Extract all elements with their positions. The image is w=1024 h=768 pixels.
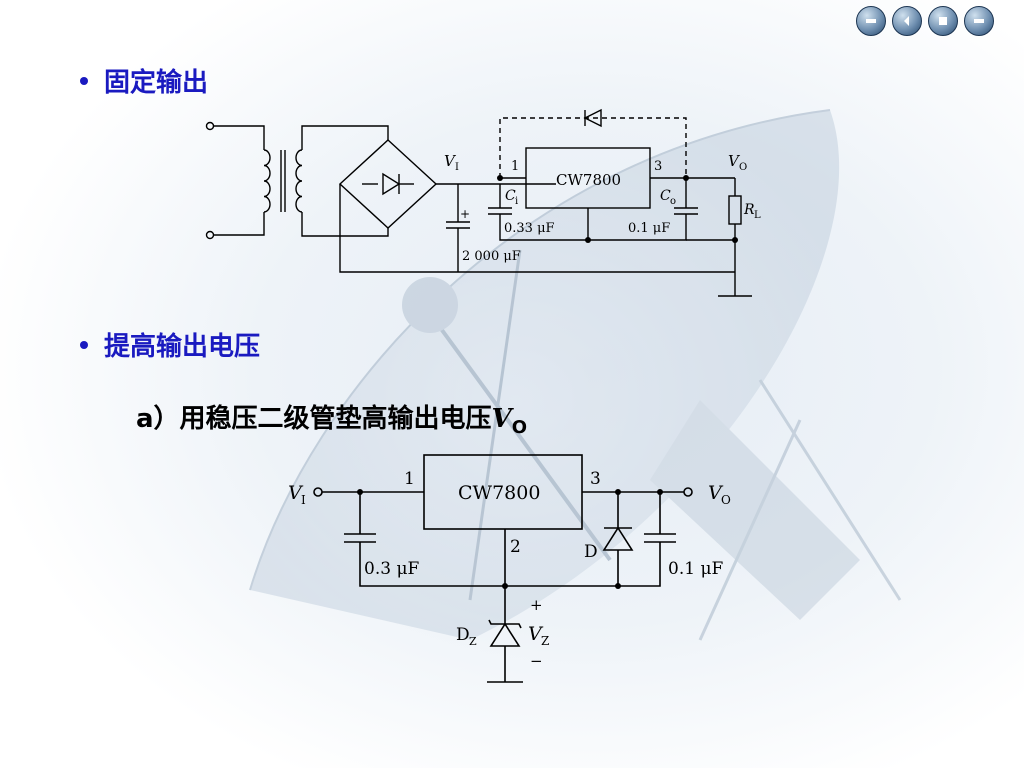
svg-text:D: D	[584, 542, 598, 562]
heading-fixed-output: 固定输出	[80, 62, 208, 99]
last-icon[interactable]	[964, 6, 994, 36]
subheading-zener-raise: a）用稳压二级管垫高输出电压VO	[136, 404, 528, 439]
svg-text:I: I	[455, 162, 459, 173]
regulator-label-1: CW7800	[556, 171, 621, 189]
svg-text:C: C	[660, 188, 671, 204]
heading-raise-output: 提高输出电压	[80, 326, 260, 363]
bridge-rectifier	[338, 139, 438, 229]
svg-text:D: D	[456, 625, 470, 645]
transformer-primary	[263, 149, 271, 213]
svg-text:1: 1	[511, 159, 519, 174]
svg-text:o: o	[670, 196, 676, 207]
svg-text:2 000 μF: 2 000 μF	[462, 249, 521, 264]
svg-text:0.33 μF: 0.33 μF	[504, 221, 555, 236]
svg-text:R: R	[743, 202, 755, 218]
transformer-secondary	[295, 149, 303, 213]
svg-text:3: 3	[590, 469, 601, 489]
svg-text:2: 2	[510, 537, 521, 557]
svg-text:Z: Z	[541, 634, 549, 648]
satellite-dish-image	[249, 109, 902, 641]
svg-text:I: I	[301, 493, 306, 507]
svg-text:−: −	[530, 652, 543, 670]
heading-text: 固定输出	[104, 68, 209, 98]
input-terminal-bottom	[205, 230, 215, 240]
svg-text:3: 3	[654, 159, 662, 174]
svg-text:V: V	[288, 482, 304, 504]
regulator-label-2: CW7800	[458, 482, 540, 504]
bullet-icon	[80, 340, 88, 349]
svg-text:V: V	[444, 152, 457, 170]
svg-text:V: V	[728, 152, 741, 170]
svg-text:C: C	[505, 188, 516, 204]
svg-text:Z: Z	[469, 635, 477, 648]
svg-text:i: i	[515, 196, 518, 207]
bullet-icon	[80, 76, 88, 85]
svg-text:+: +	[530, 596, 543, 614]
svg-text:1: 1	[404, 469, 415, 489]
diode-d	[602, 526, 634, 551]
svg-text:O: O	[721, 493, 731, 507]
svg-text:O: O	[739, 162, 747, 173]
svg-text:L: L	[754, 210, 761, 221]
slide-navigation	[856, 6, 994, 36]
heading-text: 提高输出电压	[104, 332, 261, 362]
next-icon[interactable]	[928, 6, 958, 36]
svg-text:0.1 μF: 0.1 μF	[628, 221, 670, 236]
svg-text:V: V	[528, 623, 544, 645]
input-terminal-top	[205, 121, 215, 131]
first-icon[interactable]	[856, 6, 886, 36]
previous-icon[interactable]	[892, 6, 922, 36]
svg-text:0.1 μF: 0.1 μF	[668, 559, 723, 579]
svg-text:0.3 μF: 0.3 μF	[364, 559, 419, 579]
svg-text:V: V	[708, 482, 724, 504]
vo-terminal	[683, 487, 693, 497]
svg-text:+: +	[460, 207, 470, 221]
vi-terminal	[313, 487, 323, 497]
